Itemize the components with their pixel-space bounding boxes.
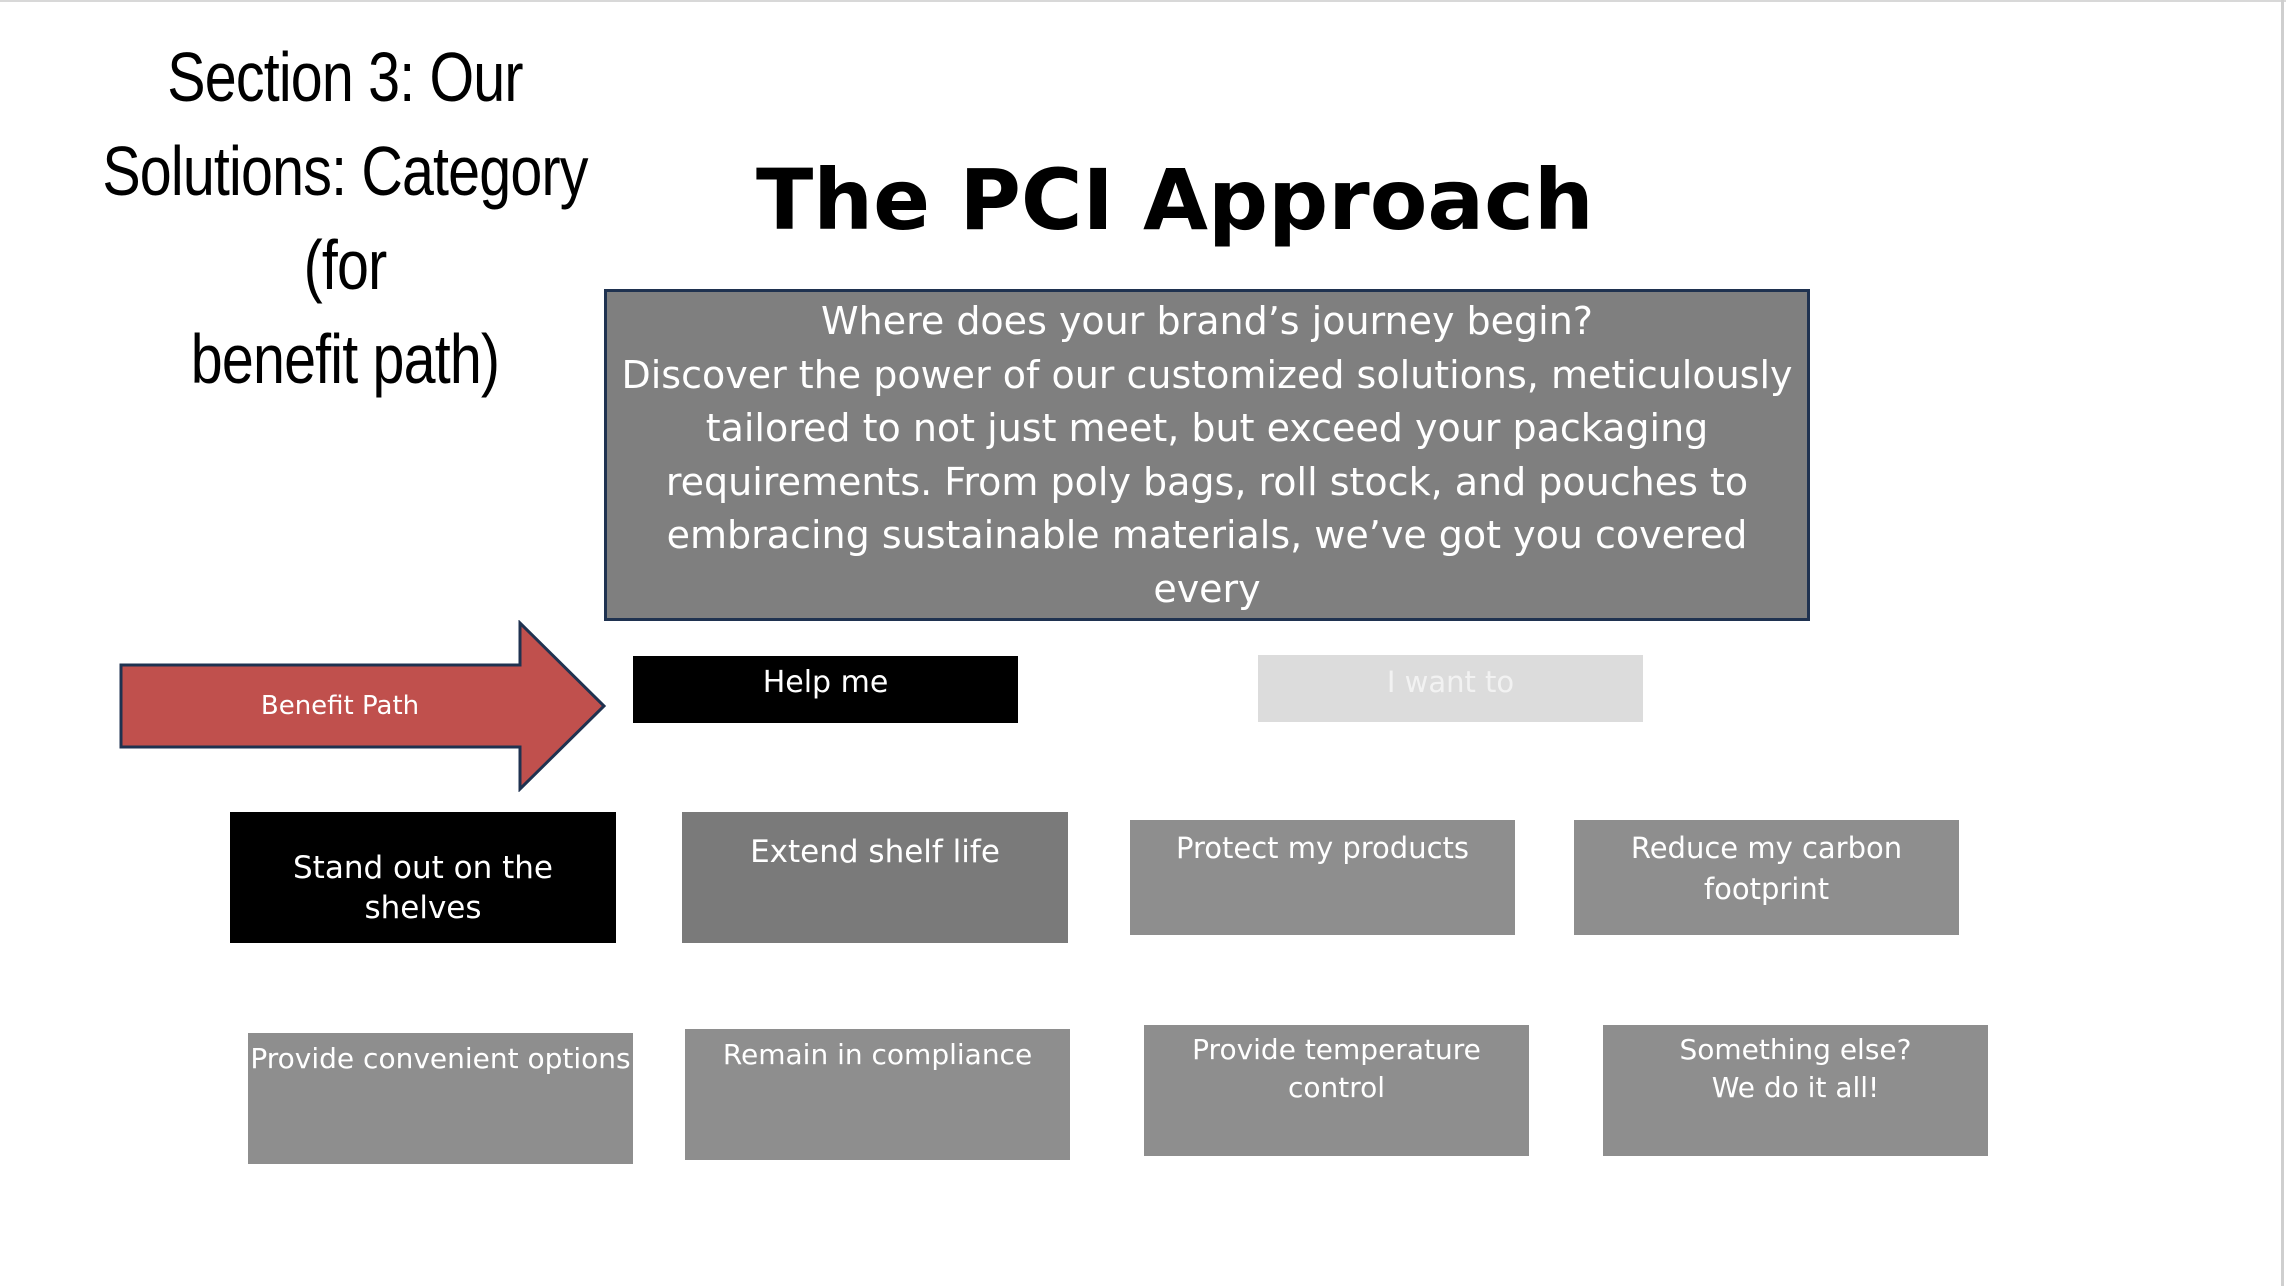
intro-box: Where does your brand’s journey begin? D… (604, 289, 1810, 664)
option-label: Extend shelf life (750, 834, 1000, 870)
intro-line-4: requirements. From poly bags, roll stock… (665, 459, 1749, 504)
page-title: The PCI Approach (756, 151, 1594, 249)
benefit-path-label: Benefit Path (260, 691, 420, 721)
intro-line-5: embracing sustainable materials, we’ve g… (666, 513, 1748, 611)
option-remain-in-compliance[interactable]: Remain in compliance (685, 1029, 1070, 1160)
option-something-else[interactable]: Something else? We do it all! (1603, 1025, 1988, 1156)
option-protect-my-products[interactable]: Protect my products (1130, 820, 1515, 935)
option-extend-shelf-life[interactable]: Extend shelf life (682, 812, 1068, 943)
intro-line-1: Where does your brand’s journey begin? (821, 299, 1593, 343)
option-label-line-2: We do it all! (1711, 1071, 1880, 1104)
top-border (0, 0, 2286, 2)
i-want-to-button[interactable]: I want to (1258, 655, 1643, 722)
option-label-line-1: Reduce my carbon (1630, 831, 1903, 865)
intro-line-2: Discover the power of our customized sol… (621, 352, 1793, 397)
option-label: Protect my products (1175, 831, 1470, 865)
help-me-button[interactable]: Help me (633, 656, 1018, 723)
option-provide-convenient-options[interactable]: Provide convenient options (248, 1033, 633, 1164)
section-heading-line-1: Section 3: Our (167, 38, 523, 116)
option-reduce-carbon-footprint[interactable]: Reduce my carbon footprint (1574, 820, 1959, 935)
option-label-line-1: Provide temperature (1192, 1033, 1481, 1066)
option-label: Provide convenient options (250, 1042, 631, 1075)
option-label-line-2: footprint (1703, 872, 1830, 906)
benefit-path-arrow[interactable] (118, 620, 608, 792)
option-label: Remain in compliance (722, 1038, 1033, 1071)
option-stand-out-on-shelves[interactable]: Stand out on the shelves (230, 812, 616, 943)
right-border (2281, 0, 2284, 1286)
section-heading-line-2: Solutions: Category (for (102, 132, 588, 304)
section-heading: Section 3: Our Solutions: Category (for … (87, 30, 604, 406)
benefit-path-arrow-shape (119, 620, 607, 792)
option-label: Stand out on the shelves (293, 850, 553, 926)
option-label-line-2: control (1287, 1071, 1386, 1104)
option-provide-temperature-control[interactable]: Provide temperature control (1144, 1025, 1529, 1156)
section-heading-line-3: benefit path) (190, 320, 500, 398)
intro-line-3: tailored to not just meet, but exceed yo… (705, 406, 1709, 450)
option-label-line-1: Something else? (1679, 1033, 1912, 1066)
